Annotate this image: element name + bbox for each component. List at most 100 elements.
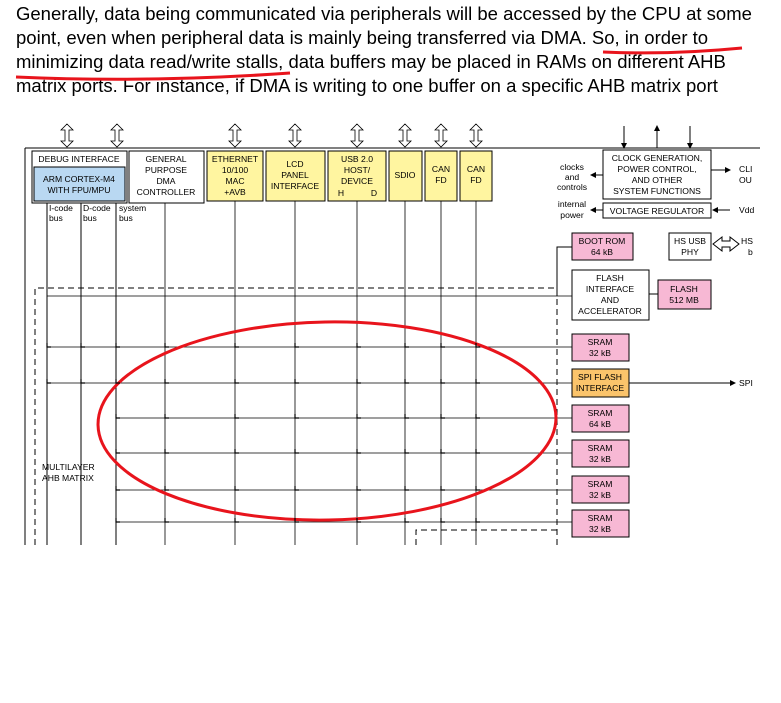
matrix-junction (115, 486, 120, 491)
sram-3-label-2: 32 kB (589, 454, 611, 464)
sram-box-3 (571, 439, 630, 468)
clock-generation-box (602, 149, 712, 200)
sram-2-label-1: SRAM (588, 408, 613, 418)
system-bus-label-1: system (119, 203, 146, 213)
matrix-junction (80, 379, 85, 384)
sram-box-1 (571, 333, 630, 362)
sram-4-label-2: 32 kB (589, 490, 611, 500)
usb-label-h: H (338, 188, 344, 198)
cpu-box (33, 166, 126, 202)
bidirectional-arrow-icon (60, 123, 74, 148)
boot-rom-box (571, 232, 634, 261)
sdio-label: SDIO (394, 170, 415, 180)
matrix-junction (80, 343, 85, 348)
flash-if-label-3: AND (601, 295, 619, 305)
can-fd-2-label-1: CAN (467, 164, 485, 174)
clocks-label-2: and (565, 172, 580, 182)
paragraph-line-1: Generally, data being communicated via p… (16, 3, 752, 24)
gpdma-box (128, 150, 205, 204)
icode-bus-label-1: I-code (49, 203, 73, 213)
ahb-matrix-label-2: AHB MATRIX (42, 473, 94, 483)
underline-annotation-2 (15, 71, 291, 81)
paragraph-line-4: matrix ports. For instance, if DMA is wr… (16, 75, 718, 96)
cpu-label-1: ARM CORTEX-M4 (43, 174, 115, 184)
matrix-junction (164, 343, 169, 348)
icode-bus-label-2: bus (49, 213, 63, 223)
matrix-junction (356, 486, 361, 491)
dcode-bus-label-2: bus (83, 213, 97, 223)
sram-4-label-1: SRAM (588, 479, 613, 489)
right-spi-label: SPI (739, 378, 753, 388)
matrix-junction (404, 518, 409, 523)
clocks-label-1: clocks (560, 162, 584, 172)
spi-flash-interface-box (571, 368, 630, 398)
sram-box-2 (571, 404, 630, 433)
matrix-junction (440, 518, 445, 523)
matrix-junction (115, 379, 120, 384)
right-ou-label: OU (739, 175, 752, 185)
ahb-matrix-label-1: MULTILAYER (42, 462, 95, 472)
matrix-junction (234, 414, 239, 419)
matrix-junction (115, 449, 120, 454)
matrix-junction (440, 343, 445, 348)
matrix-junction (475, 486, 480, 491)
lcd-label-2: PANEL (281, 170, 309, 180)
sdio-box (388, 150, 423, 202)
matrix-junction (234, 449, 239, 454)
matrix-junction (475, 379, 480, 384)
spi-flash-label-1: SPI FLASH (578, 372, 622, 382)
lcd-label-1: LCD (286, 159, 303, 169)
bidirectional-arrow-icon (434, 123, 448, 148)
debug-interface-label: DEBUG INTERFACE (38, 154, 119, 164)
paragraph-line-3b: data buffers may be placed in RAMs on di… (283, 51, 726, 72)
hs-usb-phy-label-1: HS USB (674, 236, 706, 246)
usb-label-1: USB 2.0 (341, 154, 373, 164)
external-port-arrows (60, 123, 483, 148)
ethernet-label-3: MAC (225, 176, 244, 186)
sram-box-4 (571, 475, 630, 504)
matrix-junction (404, 449, 409, 454)
matrix-junction (356, 449, 361, 454)
matrix-junction (294, 343, 299, 348)
ethernet-label-1: ETHERNET (212, 154, 259, 164)
right-hs-b-label: b (748, 247, 753, 257)
right-hs-label: HS (741, 236, 753, 246)
matrix-junction (475, 414, 480, 419)
spi-flash-label-2: INTERFACE (576, 383, 624, 393)
internal-power-label-1: internal (558, 199, 586, 209)
matrix-junction (164, 379, 169, 384)
matrix-junction (440, 414, 445, 419)
matrix-junction (404, 414, 409, 419)
matrix-junction (164, 486, 169, 491)
ahb-matrix-border (34, 287, 558, 545)
matrix-junction (164, 518, 169, 523)
clocks-label-3: controls (557, 182, 587, 192)
boot-rom-label-2: 64 kB (591, 247, 613, 257)
underline-annotation-1 (602, 46, 743, 55)
matrix-junction (356, 343, 361, 348)
matrix-junction (234, 343, 239, 348)
gpdma-label-3: DMA (156, 176, 175, 186)
flash-label-1: FLASH (670, 284, 698, 294)
matrix-junction (294, 518, 299, 523)
matrix-junction (294, 486, 299, 491)
sram-box-5 (571, 509, 630, 538)
can-fd-1-label-1: CAN (432, 164, 450, 174)
voltage-regulator-label: VOLTAGE REGULATOR (610, 206, 704, 216)
bidirectional-arrow-icon (350, 123, 364, 148)
clock-gen-label-3: AND OTHER (632, 175, 683, 185)
right-vdd-label: Vdd (739, 205, 755, 215)
dcode-bus-label-1: D-code (83, 203, 111, 213)
lcd-label-3: INTERFACE (271, 181, 319, 191)
paragraph-line-3a: minimizing data read/write stalls, (16, 51, 284, 72)
flash-interface-box (571, 269, 650, 321)
matrix-junction (356, 414, 361, 419)
clock-gen-label-2: POWER CONTROL, (617, 164, 696, 174)
usb-label-3: DEVICE (341, 176, 373, 186)
matrix-junction (234, 486, 239, 491)
matrix-junction (294, 449, 299, 454)
matrix-junction (234, 379, 239, 384)
matrix-junction (440, 449, 445, 454)
matrix-junction (164, 449, 169, 454)
clock-gen-label-4: SYSTEM FUNCTIONS (613, 186, 701, 196)
